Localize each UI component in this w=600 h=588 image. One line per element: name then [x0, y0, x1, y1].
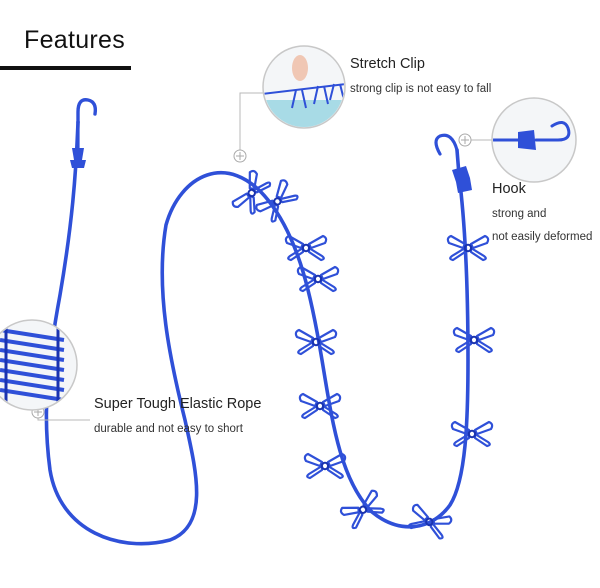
- hook-desc-line-1: strong and: [492, 208, 547, 220]
- hook-desc-line-2: not easily deformed: [492, 231, 593, 243]
- stretch-clip-desc: strong clip is not easy to fall: [350, 83, 492, 95]
- rope-title: Super Tough Elastic Rope: [94, 396, 262, 412]
- features-heading: Features: [24, 26, 126, 54]
- callout-leaders: [37, 92, 495, 421]
- heading-underline: [0, 66, 131, 70]
- clip-group: [230, 168, 496, 542]
- zoom-bubble-rope: [0, 319, 78, 411]
- rope-desc: durable and not easy to short: [94, 423, 243, 435]
- stretch-clip-title: Stretch Clip: [350, 56, 425, 72]
- zoom-bubble-hook: [491, 97, 577, 183]
- hook-title: Hook: [492, 181, 526, 197]
- elastic-rope: [44, 98, 472, 546]
- zoom-bubble-clip: [262, 45, 346, 129]
- callout-markers: [31, 133, 472, 419]
